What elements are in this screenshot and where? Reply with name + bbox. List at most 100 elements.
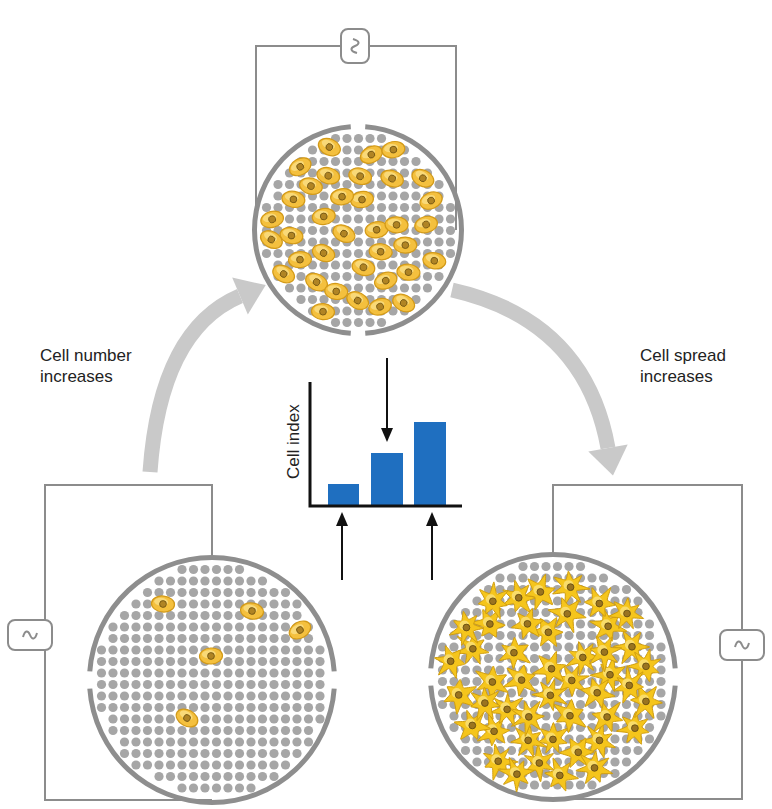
electrode-dot: [656, 642, 665, 651]
electrode-dot: [131, 599, 140, 608]
electrode-dot: [472, 746, 481, 755]
electrode-dot: [518, 573, 527, 582]
electrode-dot: [269, 691, 278, 700]
electrode-dot: [446, 214, 455, 223]
electrode-dot: [131, 622, 140, 631]
cell-body: [538, 723, 568, 754]
electrode-dot: [189, 645, 198, 654]
electrode-dot: [235, 691, 244, 700]
electrode-dot: [131, 634, 140, 643]
pointer-arrows: [336, 358, 438, 580]
electrode-dot: [495, 665, 504, 674]
electrode-dot: [553, 596, 562, 605]
cell-nucleus: [389, 146, 397, 154]
cell-body: [173, 705, 201, 730]
cell-nucleus: [515, 594, 522, 601]
electrode-dot: [411, 283, 420, 292]
electrode-dot: [212, 783, 221, 792]
cell-nucleus: [373, 226, 381, 234]
electrode-dot: [212, 772, 221, 781]
electrode-dots: [97, 565, 325, 793]
electrode-dot: [97, 691, 106, 700]
electrode-dot: [166, 668, 175, 677]
cell-highlight: [483, 617, 493, 627]
cell-body: [316, 135, 344, 159]
electrode-dot: [120, 737, 129, 746]
cell-nucleus: [596, 600, 603, 607]
electrode-dot: [472, 677, 481, 686]
electrode-dot: [342, 180, 351, 189]
cell-nucleus: [287, 232, 295, 240]
electrode-dot: [177, 772, 186, 781]
ac-box: [341, 29, 369, 63]
round-cell: [199, 647, 223, 664]
cell-body: [590, 636, 622, 672]
cell-highlight: [639, 694, 649, 704]
electrode-dot: [281, 668, 290, 677]
cell-nucleus: [377, 248, 384, 255]
electrode-dot: [235, 680, 244, 689]
electrode-dot: [258, 645, 267, 654]
electrode-dot: [269, 772, 278, 781]
electrode-dot: [189, 680, 198, 689]
round-cell: [270, 262, 298, 287]
electrode-dot: [223, 657, 232, 666]
electrode-dot: [177, 668, 186, 677]
electrode-dot: [246, 680, 255, 689]
electrode-dot: [154, 622, 163, 631]
electrode-dot: [292, 611, 301, 620]
tilde-symbol: [351, 39, 358, 53]
electrode-dot: [97, 668, 106, 677]
electrode-dot: [177, 622, 186, 631]
round-cell: [368, 243, 392, 261]
electrode-dot: [108, 668, 117, 677]
electrode-dot: [587, 780, 596, 789]
cell-highlight: [383, 170, 399, 182]
electrode-dot: [212, 576, 221, 585]
cell-highlight: [600, 710, 610, 720]
electrode-dot: [304, 726, 313, 735]
electrode-dot: [400, 283, 409, 292]
pointer-arrow: [341, 524, 343, 580]
cell-body: [259, 209, 285, 230]
electrode-dot: [246, 737, 255, 746]
electrode-dot: [258, 749, 267, 758]
axis-label: Cell index: [282, 405, 303, 480]
spread-cell: [498, 757, 534, 792]
cell-body: [394, 237, 417, 253]
cell-highlight: [510, 767, 520, 777]
cell-highlight: [262, 230, 278, 244]
electrode-dot: [154, 691, 163, 700]
electrode-dot: [258, 657, 267, 666]
cell-highlight: [597, 645, 607, 655]
cell-highlight: [512, 591, 522, 601]
electrode-dot: [258, 634, 267, 643]
electrode-dot: [610, 757, 619, 766]
electrode-dot: [258, 691, 267, 700]
cell-nucleus: [643, 663, 650, 670]
electrode-dot: [212, 622, 221, 631]
electrode-dot: [189, 772, 198, 781]
ac-source: [720, 630, 764, 660]
cell-highlight: [395, 294, 411, 307]
round-cell: [385, 216, 409, 233]
electrode-dot: [530, 654, 539, 663]
cell-body: [413, 214, 439, 235]
cell-nucleus: [624, 610, 631, 617]
electrode-dot: [342, 272, 351, 281]
cell-highlight: [588, 761, 598, 771]
electrode-dot: [166, 772, 175, 781]
electrode-dot: [273, 191, 282, 200]
electrode-dot: [166, 657, 175, 666]
electrode-dot: [411, 203, 420, 212]
round-cell: [409, 166, 437, 191]
electrode-dot: [223, 668, 232, 677]
electrode-dot: [131, 668, 140, 677]
electrode-dot: [246, 714, 255, 723]
cells: [257, 135, 447, 321]
cell-nucleus: [568, 677, 575, 684]
electrode-dot: [131, 726, 140, 735]
cell-highlight: [478, 696, 488, 706]
electrode-dot: [449, 642, 458, 651]
